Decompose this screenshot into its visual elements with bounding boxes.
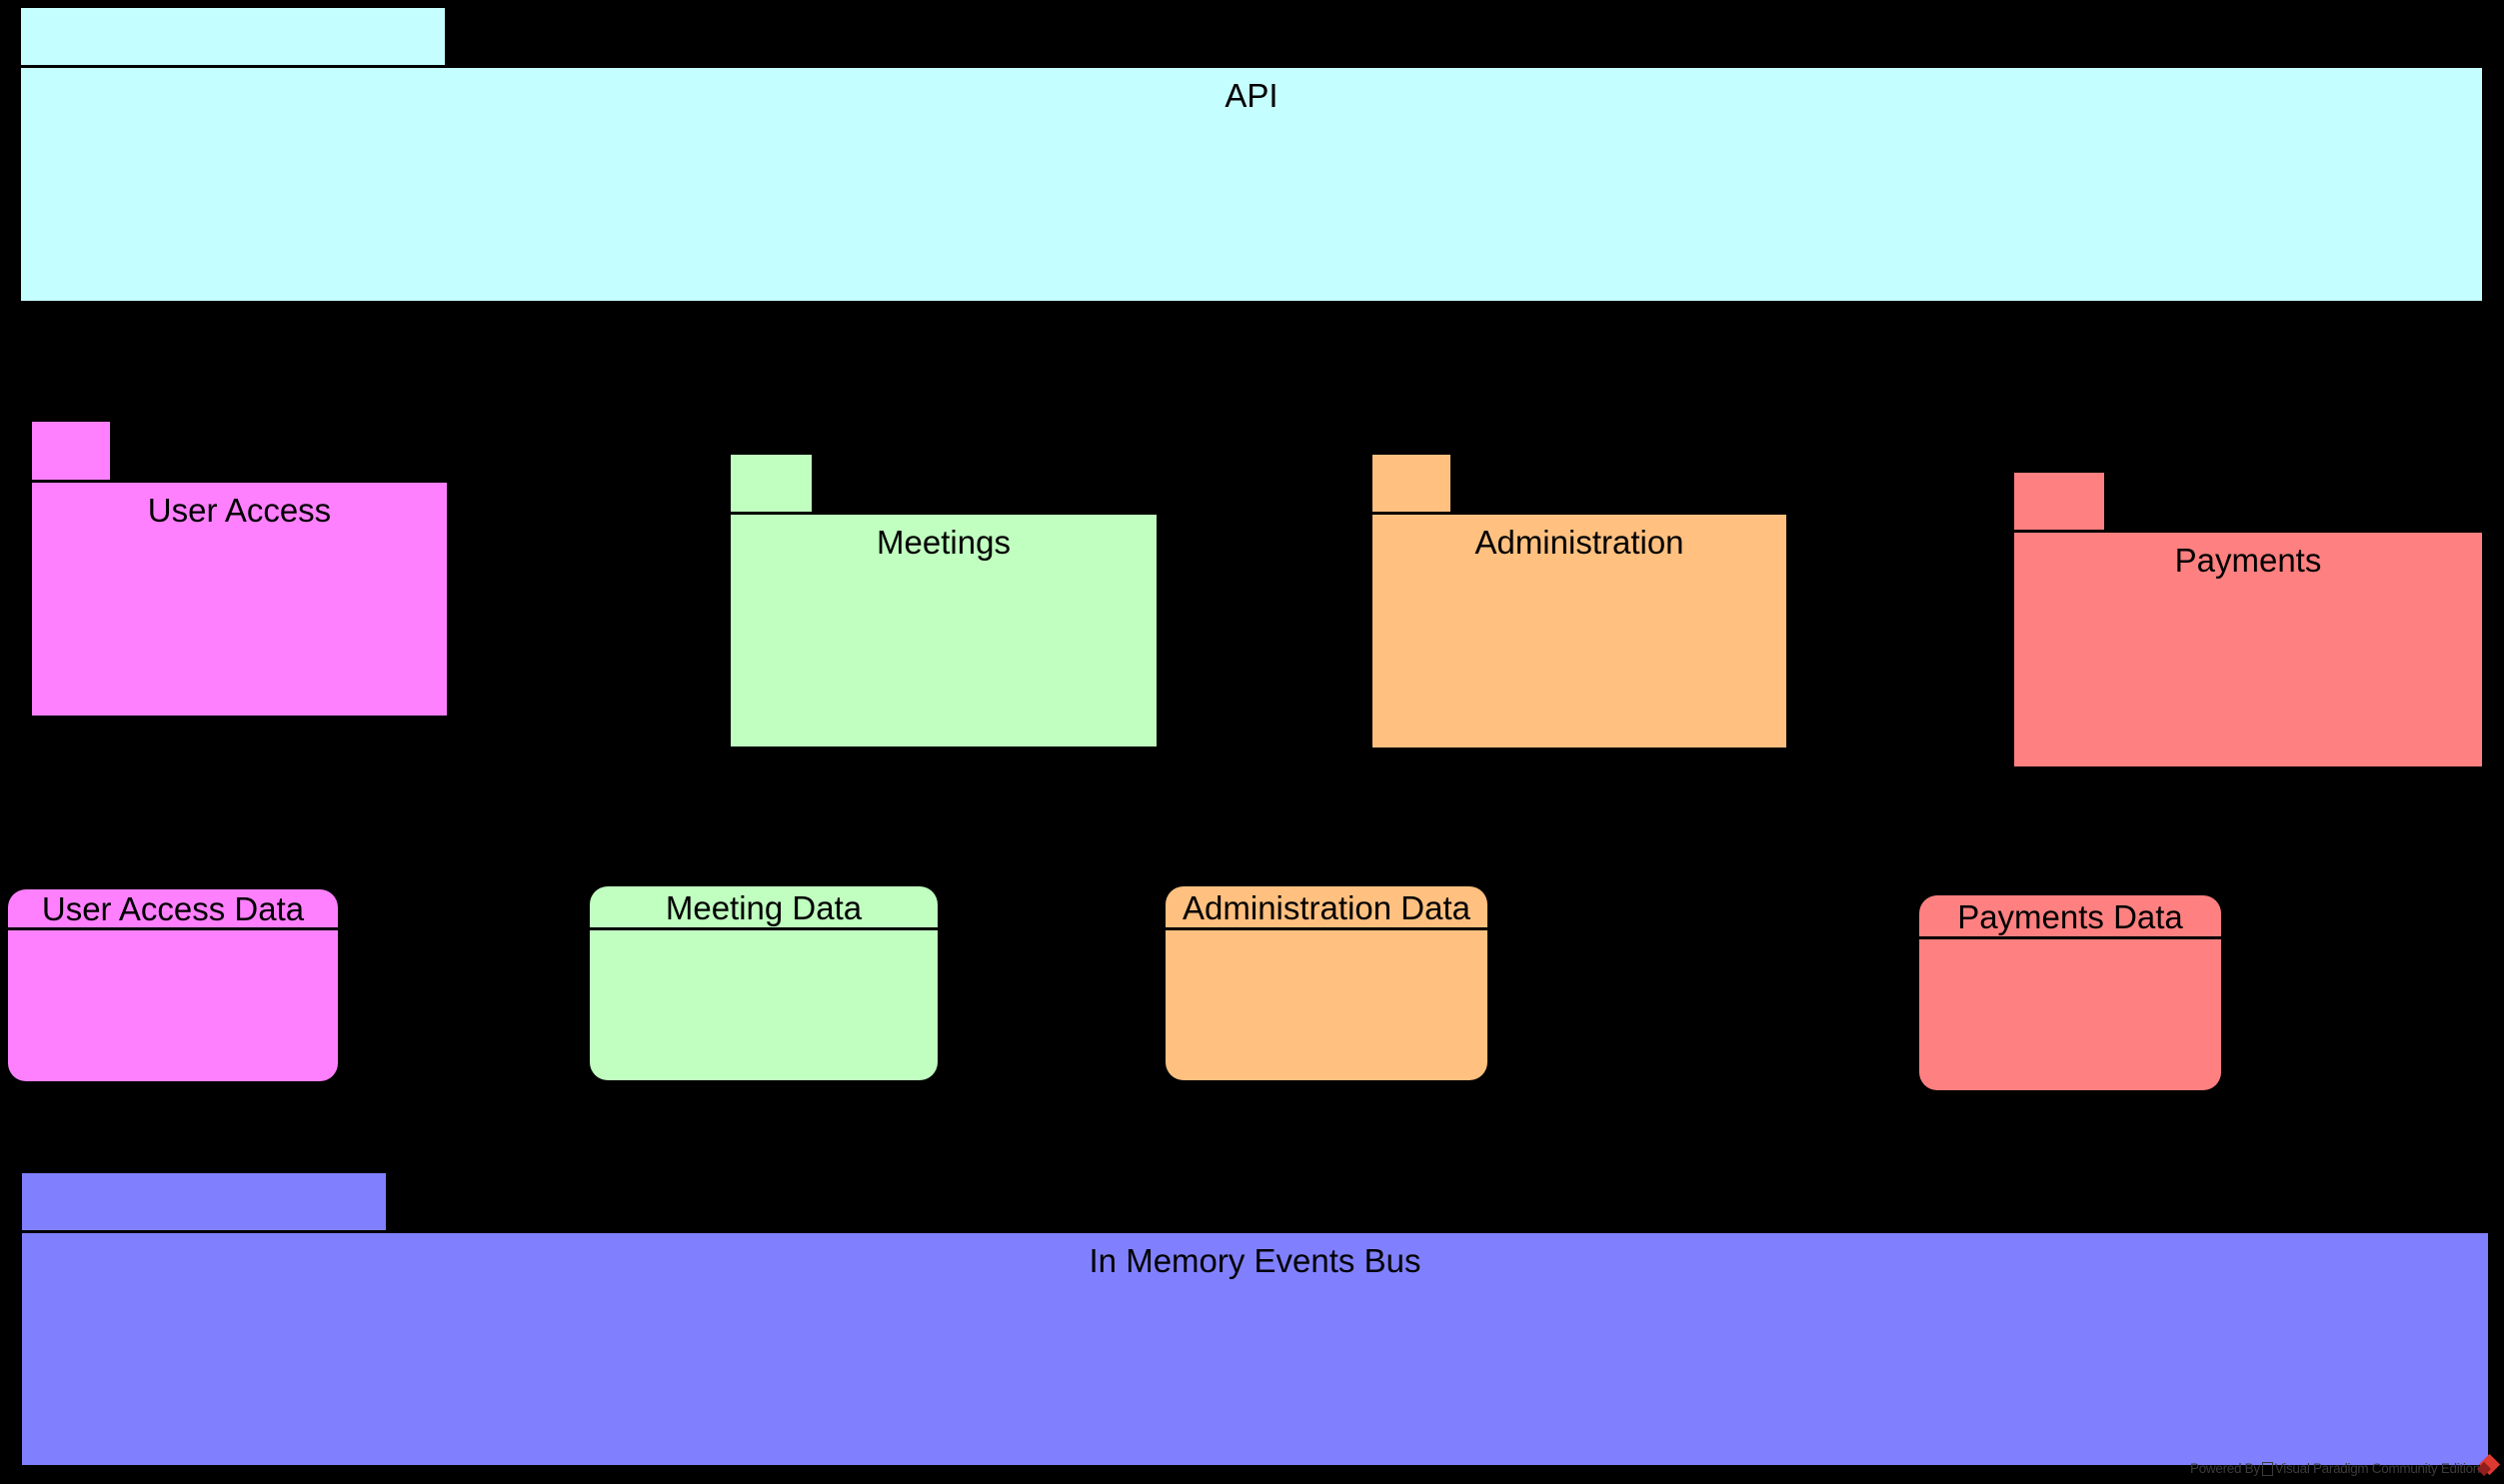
package-api[interactable]: API bbox=[21, 68, 2482, 301]
package-administration-tab[interactable] bbox=[1372, 455, 1450, 512]
visual-paradigm-logo-icon bbox=[2476, 1453, 2502, 1480]
datastore-meeting-data[interactable]: Meeting Data bbox=[590, 886, 938, 1080]
package-meetings-tab[interactable] bbox=[731, 455, 812, 512]
package-api-tab[interactable] bbox=[21, 8, 445, 65]
package-events-bus-tab[interactable] bbox=[22, 1173, 386, 1230]
watermark-text-prefix: Powered By bbox=[2190, 1461, 2260, 1476]
datastore-administration-data[interactable]: Administration Data bbox=[1166, 886, 1487, 1080]
package-administration-label: Administration bbox=[1474, 524, 1684, 561]
package-user-access[interactable]: User Access bbox=[32, 483, 447, 716]
datastore-administration-data-label: Administration Data bbox=[1166, 886, 1487, 930]
package-meetings[interactable]: Meetings bbox=[731, 515, 1157, 746]
package-payments-label: Payments bbox=[2174, 542, 2322, 579]
package-administration[interactable]: Administration bbox=[1372, 515, 1786, 747]
datastore-payments-data-label: Payments Data bbox=[1919, 895, 2221, 939]
datastore-user-access-data-label: User Access Data bbox=[8, 889, 338, 930]
package-user-access-label: User Access bbox=[147, 492, 332, 529]
package-api-label: API bbox=[1225, 77, 1278, 114]
datastore-meeting-data-label: Meeting Data bbox=[590, 886, 938, 930]
datastore-payments-data[interactable]: Payments Data bbox=[1919, 895, 2221, 1090]
package-payments-tab[interactable] bbox=[2014, 473, 2104, 530]
package-events-bus[interactable]: In Memory Events Bus bbox=[22, 1233, 2488, 1465]
package-payments[interactable]: Payments bbox=[2014, 533, 2482, 766]
watermark: Powered By Visual Paradigm Community Edi… bbox=[2190, 1461, 2480, 1476]
package-events-bus-label: In Memory Events Bus bbox=[1089, 1242, 1421, 1279]
package-meetings-label: Meetings bbox=[877, 524, 1011, 561]
datastore-user-access-data[interactable]: User Access Data bbox=[8, 889, 338, 1081]
missing-glyph-box-icon bbox=[2261, 1461, 2273, 1476]
package-user-access-tab[interactable] bbox=[32, 422, 110, 480]
watermark-text-suffix: Visual Paradigm Community Edition bbox=[2274, 1461, 2481, 1476]
